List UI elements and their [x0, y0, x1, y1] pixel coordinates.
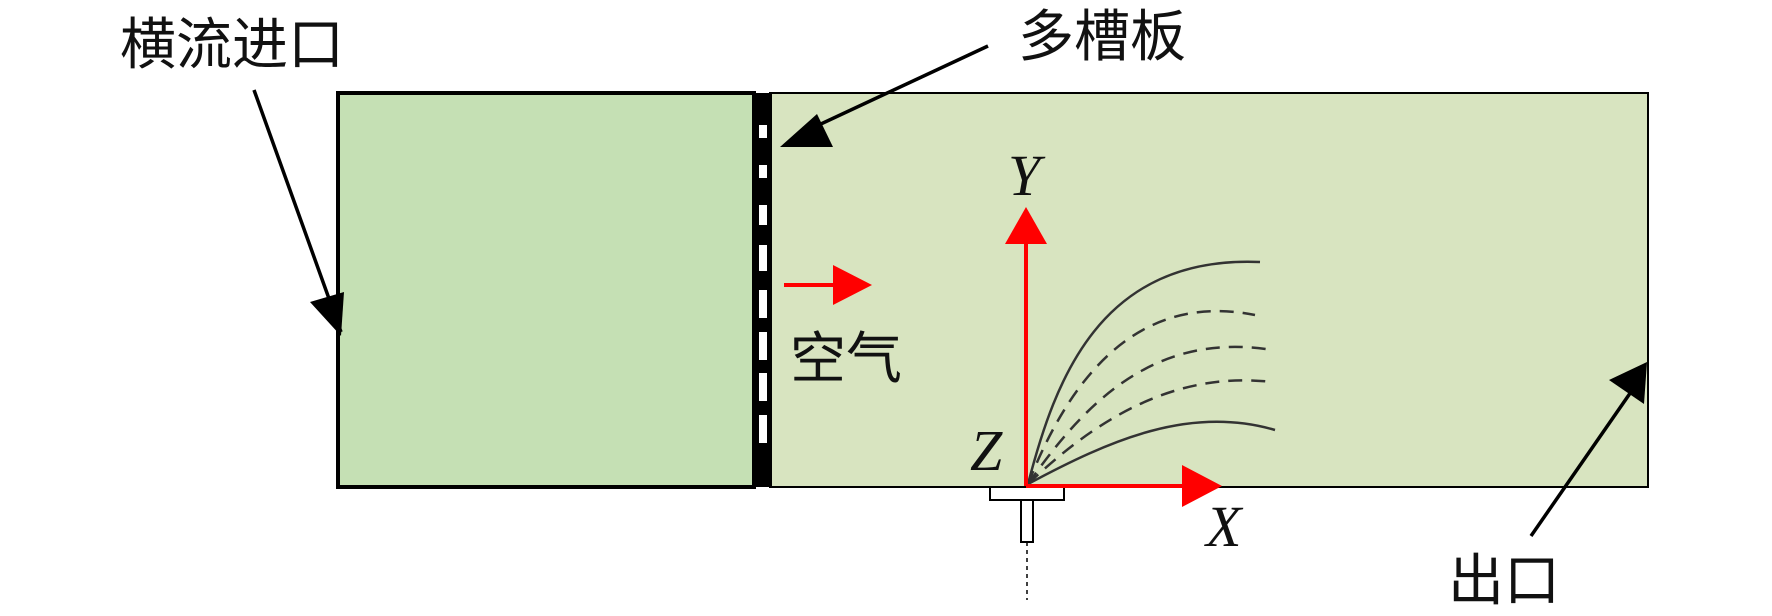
slot-plate-label: 多槽板 [1018, 5, 1186, 70]
y-axis-label: Y [1008, 143, 1046, 208]
inlet-pointer-head [310, 292, 344, 336]
outlet-pointer-arrow [1529, 388, 1635, 537]
injector-nozzle [989, 486, 1065, 543]
coordinate-axes [1005, 207, 1222, 507]
trajectory-dashed-1 [1026, 309, 1256, 485]
outlet-label: 出口 [1448, 549, 1560, 614]
plate-pointer-head [780, 114, 833, 147]
inlet-pointer-arrow [252, 89, 343, 333]
trajectory-dashed-3 [1027, 379, 1273, 485]
inlet-block [336, 91, 756, 489]
channel-body [769, 92, 1649, 488]
z-axis-label: Z [970, 418, 1003, 483]
trajectory-dashed-2 [1026, 345, 1273, 485]
x-axis-arrowhead [1182, 465, 1222, 507]
y-axis-arrowhead [1005, 207, 1047, 244]
plate-slots [759, 125, 767, 443]
trajectory-lower [1027, 420, 1276, 486]
air-label: 空气 [790, 327, 902, 392]
jet-trajectories [1026, 260, 1276, 486]
plate-pointer-arrow [807, 44, 989, 132]
air-flow-arrowhead [833, 265, 872, 305]
inlet-label: 横流进口 [120, 13, 344, 78]
outlet-pointer-head [1609, 362, 1647, 404]
trajectory-upper [1026, 260, 1261, 485]
x-axis-label: X [1204, 494, 1244, 559]
